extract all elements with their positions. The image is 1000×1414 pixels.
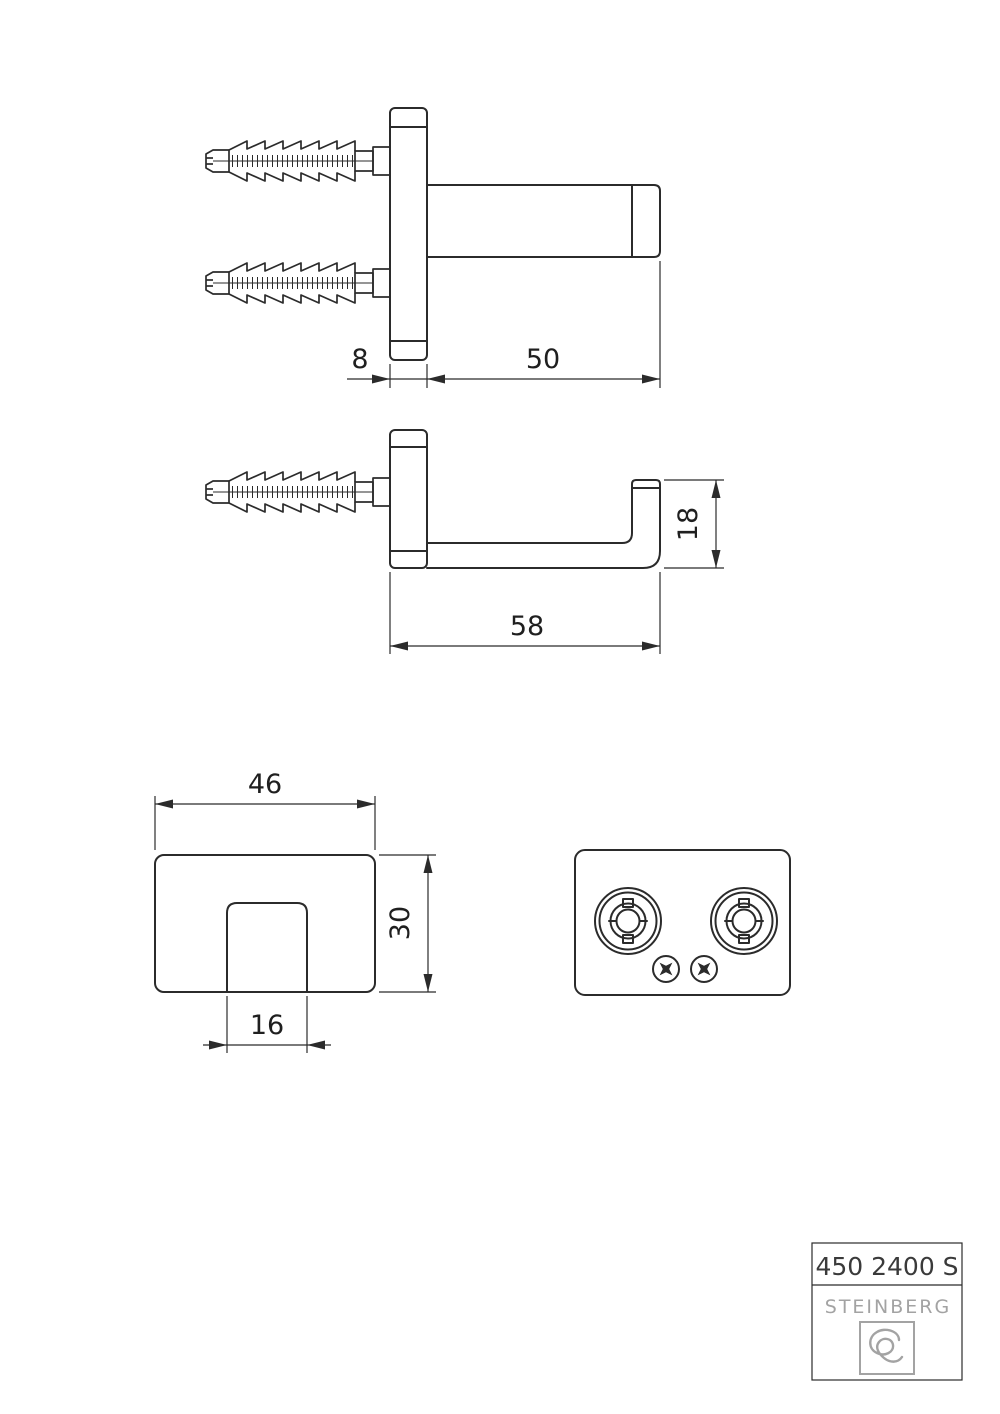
- hook-profile: [426, 479, 661, 569]
- dimension-total-depth: 58: [389, 572, 661, 654]
- view-front: 46 30 16: [154, 769, 436, 1053]
- dimension-hook-width: 16: [203, 996, 331, 1053]
- dim-label-plate-depth: 8: [351, 344, 368, 375]
- title-block-border: [811, 1242, 963, 1381]
- front-hook-tip: [226, 902, 308, 993]
- dim-label-hook-height: 18: [673, 507, 704, 541]
- view-side-hook: 18 58: [205, 429, 724, 654]
- wall-plug-bottom: [205, 262, 391, 304]
- view-rear: [574, 849, 791, 996]
- wall-plug-top: [205, 140, 391, 182]
- hook-bar: [426, 184, 661, 258]
- screw-left: [652, 955, 680, 983]
- dim-label-projection: 50: [526, 344, 560, 375]
- dimension-plate-depth: 8: [347, 344, 427, 388]
- plug-hole-right: [710, 887, 778, 955]
- dimension-hook-height: 18: [664, 479, 724, 569]
- plug-hole-left: [594, 887, 662, 955]
- view-side-double-plug: 8 50: [205, 107, 661, 388]
- dim-label-width: 46: [248, 769, 282, 800]
- article-number: 450 2400 S: [815, 1252, 958, 1281]
- steinberg-logo-icon: [859, 1321, 915, 1375]
- phillips-cross-icon: [659, 962, 673, 976]
- title-block: 450 2400 S STEINBERG: [811, 1242, 963, 1381]
- screw-right: [690, 955, 718, 983]
- dim-label-total-depth: 58: [510, 611, 544, 642]
- mounting-plate: [389, 429, 428, 569]
- rear-plate: [574, 849, 791, 996]
- dimension-projection: 50: [426, 261, 661, 388]
- phillips-cross-icon: [697, 962, 711, 976]
- dim-label-hook-width: 16: [250, 1010, 284, 1041]
- brand-name: STEINBERG: [825, 1296, 951, 1318]
- front-body: [154, 854, 376, 993]
- dimension-height: 30: [379, 854, 436, 993]
- dim-label-height: 30: [385, 906, 416, 940]
- mounting-plate: [389, 107, 428, 361]
- wall-plug: [205, 471, 391, 513]
- dimension-width: 46: [154, 769, 376, 850]
